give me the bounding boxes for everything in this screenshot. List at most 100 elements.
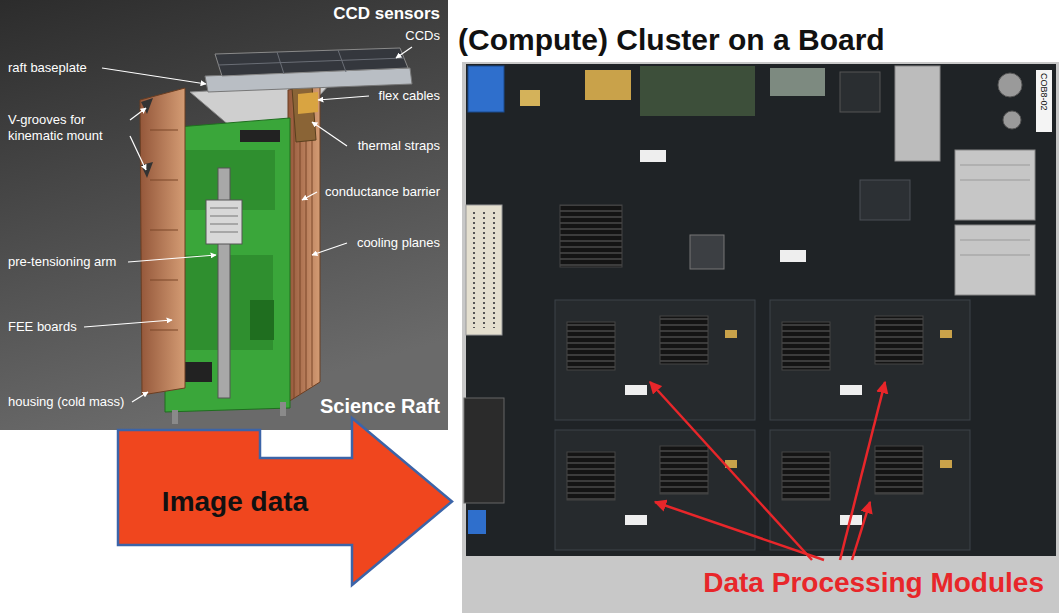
panel-title: CCD sensors [333, 4, 440, 24]
compute-board-photo-part [998, 73, 1022, 97]
compute-board-photo-part [725, 330, 737, 338]
compute-board-photo-part [875, 446, 923, 494]
compute-board-photo-part [625, 385, 647, 395]
science-raft-illustration-part [280, 402, 286, 416]
module-pointer-arrows [650, 382, 885, 560]
compute-board-photo-part [955, 150, 1035, 220]
compute-board-photo-part [782, 452, 830, 500]
compute-board-photo-part [640, 150, 666, 162]
leader-lines-part [396, 47, 412, 58]
compute-board-photo-part [955, 225, 1035, 295]
module-pointer-arrows-part [650, 382, 812, 560]
leader-lines-part [312, 122, 347, 146]
compute-board-photo-part [780, 250, 806, 262]
compute-board-photo-part [940, 330, 952, 338]
compute-board-photo-part [770, 430, 970, 550]
compute-board-photo-part [555, 300, 755, 420]
board-id-label: COB8-02 [1038, 73, 1049, 111]
part-label: flex cables [379, 88, 440, 104]
compute-board-photo-part [520, 90, 540, 106]
panel-title: (Compute) Cluster on a Board [458, 22, 885, 58]
leader-lines-part [130, 136, 146, 170]
science-raft-illustration-part [172, 410, 178, 424]
compute-board-photo-part [567, 322, 615, 370]
compute-board-photo-part [464, 398, 504, 503]
leader-lines-part [84, 320, 172, 327]
leader-lines-part [102, 68, 206, 84]
compute-board-photo-part [770, 300, 970, 420]
leader-lines-part [302, 192, 317, 200]
science-raft-illustration-part [182, 362, 212, 382]
leader-lines-part [312, 243, 347, 255]
compute-board-photo-part [660, 316, 708, 364]
leader-lines [84, 47, 412, 402]
part-label: raft baseplate [8, 60, 87, 76]
part-label: conductance barrier [325, 184, 440, 200]
compute-board-photo-part [875, 316, 923, 364]
compute-board-photo-part [860, 180, 910, 220]
compute-board-photo-part [690, 235, 724, 269]
compute-board-photo-part [960, 165, 1030, 255]
science-raft-illustration-part [240, 130, 280, 142]
left-panel-ground-part [0, 0, 448, 430]
part-label: pre-tensioning arm [8, 254, 116, 270]
compute-board-photo-part [660, 446, 708, 494]
science-raft-illustration-part [218, 50, 404, 74]
raft-panel: CCD sensorsScience Raft [0, 0, 448, 430]
compute-board-photo-part [840, 72, 880, 112]
compute-board-photo-part [560, 205, 622, 267]
science-raft-illustration-part [141, 98, 153, 114]
compute-board-photo-part [625, 515, 647, 525]
compute-board-photo-part [1003, 111, 1021, 129]
compute-board-photo-part [567, 452, 615, 500]
compute-board-photo-part [468, 510, 486, 534]
compute-board-photo-part [474, 212, 494, 328]
compute-board-photo [462, 62, 1059, 613]
science-raft-illustration [140, 48, 412, 424]
science-raft-illustration-part [206, 200, 242, 244]
compute-board-photo-part [770, 68, 825, 96]
science-raft-illustration-part [215, 48, 408, 76]
science-raft-illustration-part [150, 130, 178, 330]
compute-board-photo-part [585, 70, 631, 100]
panel-title: Science Raft [320, 394, 440, 418]
science-raft-illustration-part [298, 92, 318, 114]
science-raft-illustration-part [140, 88, 185, 395]
compute-board-photo-part [895, 66, 940, 161]
module-pointer-arrows-part [852, 502, 870, 560]
leader-lines-part [132, 392, 148, 402]
module-pointer-arrows-part [655, 502, 824, 560]
part-label: thermal straps [358, 138, 440, 154]
compute-board-photo-part [555, 430, 755, 550]
science-raft-illustration-part [210, 208, 238, 232]
block-arrow [118, 418, 452, 585]
leader-lines-part [130, 108, 146, 120]
leader-lines-part [318, 96, 369, 100]
compute-board-photo-part [1036, 70, 1052, 132]
compute-board-photo-part [782, 322, 830, 370]
part-label: cooling planes [357, 235, 440, 251]
left-panel-ground [0, 0, 448, 430]
arrow-label: Image data [162, 485, 308, 519]
module-pointer-arrows-part [840, 382, 885, 560]
science-raft-illustration-part [288, 84, 320, 402]
compute-board-photo-part [468, 66, 504, 112]
compute-board-photo-part [840, 385, 862, 395]
part-label: CCDs [405, 28, 440, 44]
leader-lines-part [128, 255, 216, 262]
science-raft-illustration-part [250, 300, 274, 340]
part-label: housing (cold mass) [8, 394, 124, 410]
compute-board-photo-part [466, 205, 502, 335]
part-label: FEE boards [8, 319, 77, 335]
board-panel: (Compute) Cluster on a BoardData Process… [452, 0, 1059, 613]
compute-board-photo-part [940, 460, 952, 468]
compute-board-photo-part [462, 62, 1059, 613]
compute-board-photo-part [466, 64, 1056, 556]
compute-board-photo-part [640, 66, 755, 116]
callout-title: Data Processing Modules [700, 566, 1047, 600]
part-label: V-grooves for kinematic mount [8, 112, 128, 143]
